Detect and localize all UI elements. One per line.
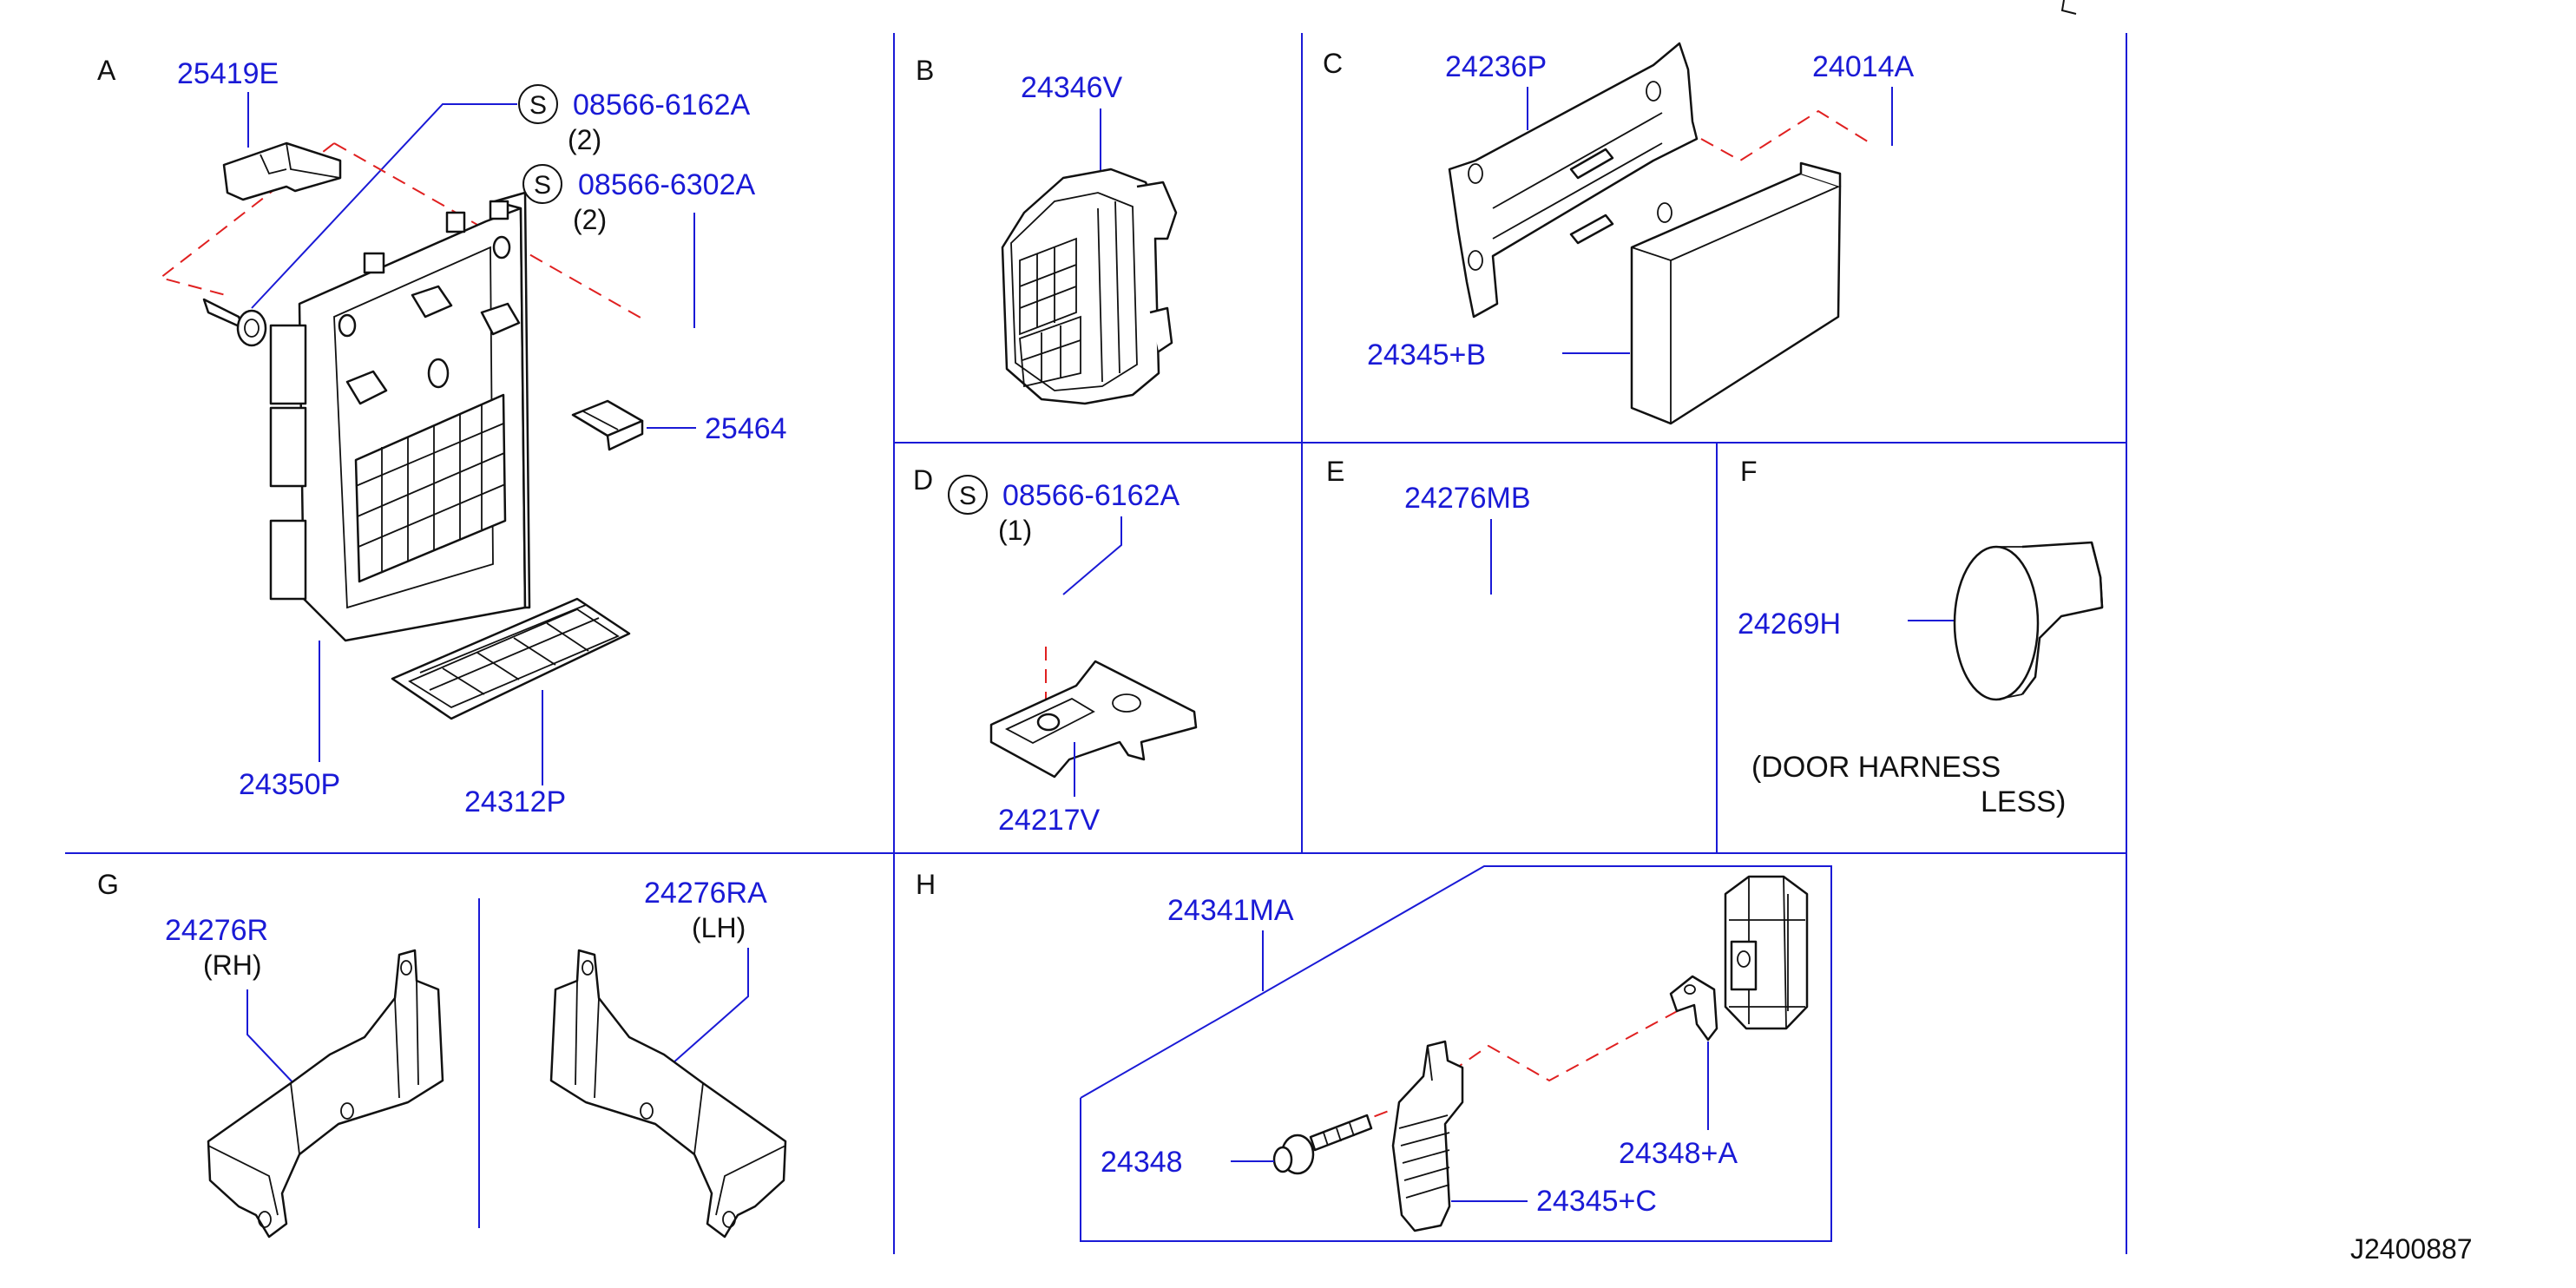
part-24312P[interactable]: 24312P <box>464 785 566 818</box>
connector-24346V-drawing <box>1001 168 1178 405</box>
section-letter-h: H <box>916 869 936 900</box>
section-letter-d: D <box>913 464 933 496</box>
section-letter-b: B <box>916 55 934 86</box>
fuse-block-24350P-drawing <box>269 191 531 642</box>
qty-d: (1) <box>998 515 1032 546</box>
section-letter-g: G <box>97 869 119 900</box>
section-letter-c: C <box>1323 48 1343 79</box>
diagram-code: J2400887 <box>2350 1233 2473 1265</box>
section-letter-f: F <box>1740 456 1758 487</box>
qty-a1: (2) <box>568 124 601 155</box>
connector-24345C-drawing <box>1391 1040 1464 1232</box>
screw-drawing <box>202 298 267 347</box>
part-24345-C[interactable]: 24345+C <box>1536 1185 1657 1218</box>
part-25464[interactable]: 25464 <box>705 412 787 445</box>
standard-part-symbol <box>522 164 562 204</box>
note-door-harness: (DOOR HARNESS <box>1751 751 2001 784</box>
part-24014A[interactable]: 24014A <box>1812 50 1915 83</box>
section-g: G 24276R (RH) 24276RA (LH) <box>97 869 787 1239</box>
section-letter-a: A <box>97 55 116 86</box>
bracket-24217V-drawing <box>989 660 1198 779</box>
part-08566-6302A[interactable]: 08566-6302A <box>578 168 756 201</box>
part-24345-B[interactable]: 24345+B <box>1367 338 1486 371</box>
standard-part-symbol <box>948 475 988 515</box>
part-08566-6162A-d[interactable]: 08566-6162A <box>1002 479 1180 512</box>
part-24276MB[interactable]: 24276MB <box>1404 482 1531 515</box>
module-24345B-drawing <box>1630 161 1842 425</box>
part-24217V[interactable]: 24217V <box>998 804 1101 837</box>
bracket-24236P-drawing <box>1448 42 1699 319</box>
bolt-24348-drawing <box>1272 1114 1373 1175</box>
standard-part-symbol <box>518 84 558 124</box>
s-symbol-a1: S <box>529 91 547 120</box>
label-lh: (LH) <box>692 912 746 943</box>
part-24348[interactable]: 24348 <box>1101 1146 1183 1179</box>
part-24350P[interactable]: 24350P <box>239 768 340 801</box>
section-letter-e: E <box>1326 456 1344 487</box>
part-25419E[interactable]: 25419E <box>177 57 279 90</box>
part-24348-A[interactable]: 24348+A <box>1619 1137 1738 1170</box>
fuse-25464-drawing <box>571 399 644 451</box>
section-grid <box>65 33 2127 1254</box>
part-24236P[interactable]: 24236P <box>1445 50 1547 83</box>
section-c: C 24236P 24014A 24345+B <box>1323 42 1915 425</box>
section-d: D S 08566-6162A (1) 24217V <box>913 464 1198 837</box>
corner-mark <box>2060 0 2077 15</box>
clip-24348A-drawing <box>1669 975 1718 1042</box>
part-08566-6162A[interactable]: 08566-6162A <box>573 89 751 122</box>
part-24346V[interactable]: 24346V <box>1021 71 1123 104</box>
part-24276R[interactable]: 24276R <box>165 914 268 947</box>
s-symbol-d: S <box>959 482 976 510</box>
bracket-24276RA-drawing <box>549 949 787 1239</box>
section-b: B 24346V <box>916 55 1178 405</box>
part-24269H[interactable]: 24269H <box>1738 608 1841 641</box>
clip-25419E-drawing <box>222 141 342 201</box>
grommet-24269H-drawing <box>1953 541 2104 701</box>
note-less: LESS) <box>1981 785 2066 818</box>
section-h: H 24341MA 24348 24345+C <box>916 865 1832 1242</box>
section-f: F 24269H (DOOR HARNESS LESS) <box>1738 456 2104 818</box>
part-24276RA[interactable]: 24276RA <box>644 877 767 910</box>
part-24341MA[interactable]: 24341MA <box>1167 894 1294 927</box>
qty-a2: (2) <box>573 204 607 235</box>
section-e: E 24276MB <box>1326 456 1531 595</box>
section-a: A 25419E S 08566-6162A (2) S 08566-6302A… <box>97 55 787 818</box>
s-symbol-a2: S <box>534 171 551 200</box>
bracket-24276R-drawing <box>207 949 444 1239</box>
label-rh: (RH) <box>203 950 262 981</box>
connector-block-h-drawing <box>1724 875 1809 1030</box>
cover-24312P-drawing <box>391 597 631 720</box>
